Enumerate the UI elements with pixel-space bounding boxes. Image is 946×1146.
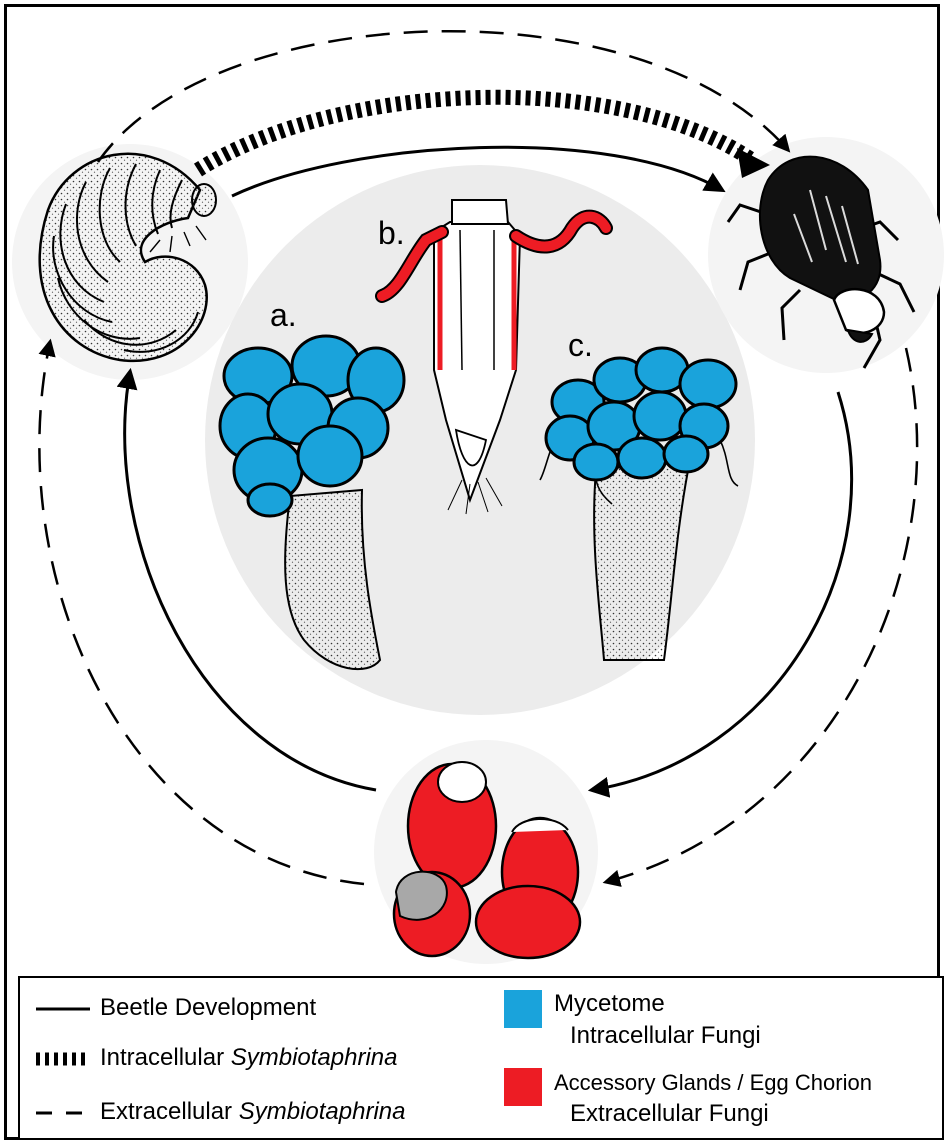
extracellular-arrow-top [98, 31, 788, 162]
legend-red-swatch [504, 1068, 542, 1106]
legend-extracellular-fungi: Extracellular Fungi [570, 1100, 769, 1128]
legend: Beetle Development Intracellular Symbiot… [18, 976, 944, 1140]
legend-extracellular: Extracellular Symbiotaphrina [100, 1098, 405, 1126]
panel-label-a: a. [270, 297, 297, 333]
legend-mycetome: Mycetome [554, 990, 665, 1018]
legend-intracellular-fungi: Intracellular Fungi [570, 1022, 761, 1050]
legend-line-samples [20, 978, 110, 1142]
panel-label-c: c. [568, 327, 593, 363]
intracellular-arrow [198, 97, 752, 170]
legend-accessory-glands: Accessory Glands / Egg Chorion [554, 1070, 872, 1096]
legend-intracellular: Intracellular Symbiotaphrina [100, 1044, 398, 1072]
legend-beetle-development: Beetle Development [100, 994, 316, 1022]
legend-blue-swatch [504, 990, 542, 1028]
panel-label-b: b. [378, 215, 405, 251]
